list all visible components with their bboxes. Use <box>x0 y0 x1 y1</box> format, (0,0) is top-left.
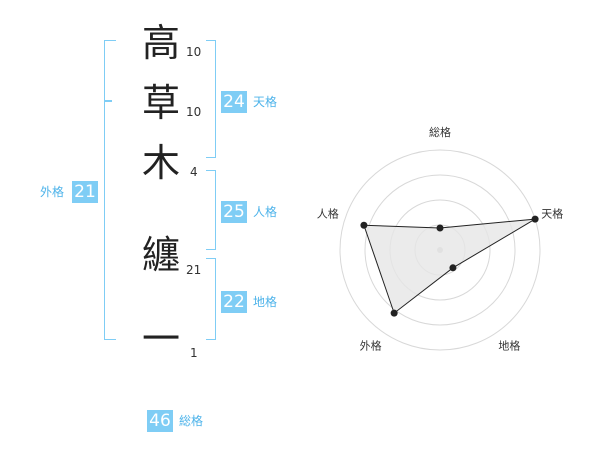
gaikaku-value: 21 <box>72 181 98 203</box>
soukaku-value: 46 <box>147 410 173 432</box>
stroke-count-3: 4 <box>190 165 198 179</box>
stroke-count-1: 10 <box>186 45 202 59</box>
radar-point <box>390 309 398 317</box>
radar-axis-label: 地格 <box>498 338 520 352</box>
jinkaku-value: 25 <box>221 201 247 223</box>
name-char-1: 高 <box>141 21 180 65</box>
radar-axis-label: 総格 <box>429 125 451 139</box>
name-char-5: 一 <box>141 317 180 361</box>
tenkaku-label: 天格 <box>253 95 278 109</box>
chikaku-label: 地格 <box>253 295 278 309</box>
soukaku-label: 総格 <box>179 414 204 428</box>
jinkaku-bracket <box>206 170 216 250</box>
radar-ring <box>364 174 516 326</box>
radar-point <box>449 264 457 272</box>
radar-axis-label: 外格 <box>360 338 382 352</box>
stroke-count-5: 1 <box>190 346 198 360</box>
name-char-2: 草 <box>141 81 180 125</box>
radar-point <box>436 224 444 232</box>
gaikaku-label: 外格 <box>40 185 65 199</box>
chikaku-bracket <box>206 258 216 340</box>
chikaku-value: 22 <box>221 291 247 313</box>
radar-points <box>360 215 539 317</box>
jinkaku-label: 人格 <box>253 205 278 219</box>
gaikaku-bracket <box>104 40 116 340</box>
radar-point <box>360 221 368 229</box>
name-char-3: 木 <box>141 141 180 185</box>
radar-axis-label: 天格 <box>541 207 563 221</box>
gaikaku-bracket-mid-tick <box>104 100 112 102</box>
radar-ring <box>339 149 541 351</box>
tenkaku-value: 24 <box>221 91 247 113</box>
stroke-count-2: 10 <box>186 105 202 119</box>
name-char-4: 纏 <box>141 233 180 277</box>
radar-point <box>531 215 539 223</box>
stroke-count-4: 21 <box>186 263 202 277</box>
radar-area <box>363 218 536 314</box>
radar-axis-label: 人格 <box>317 207 339 221</box>
tenkaku-bracket <box>206 40 216 158</box>
